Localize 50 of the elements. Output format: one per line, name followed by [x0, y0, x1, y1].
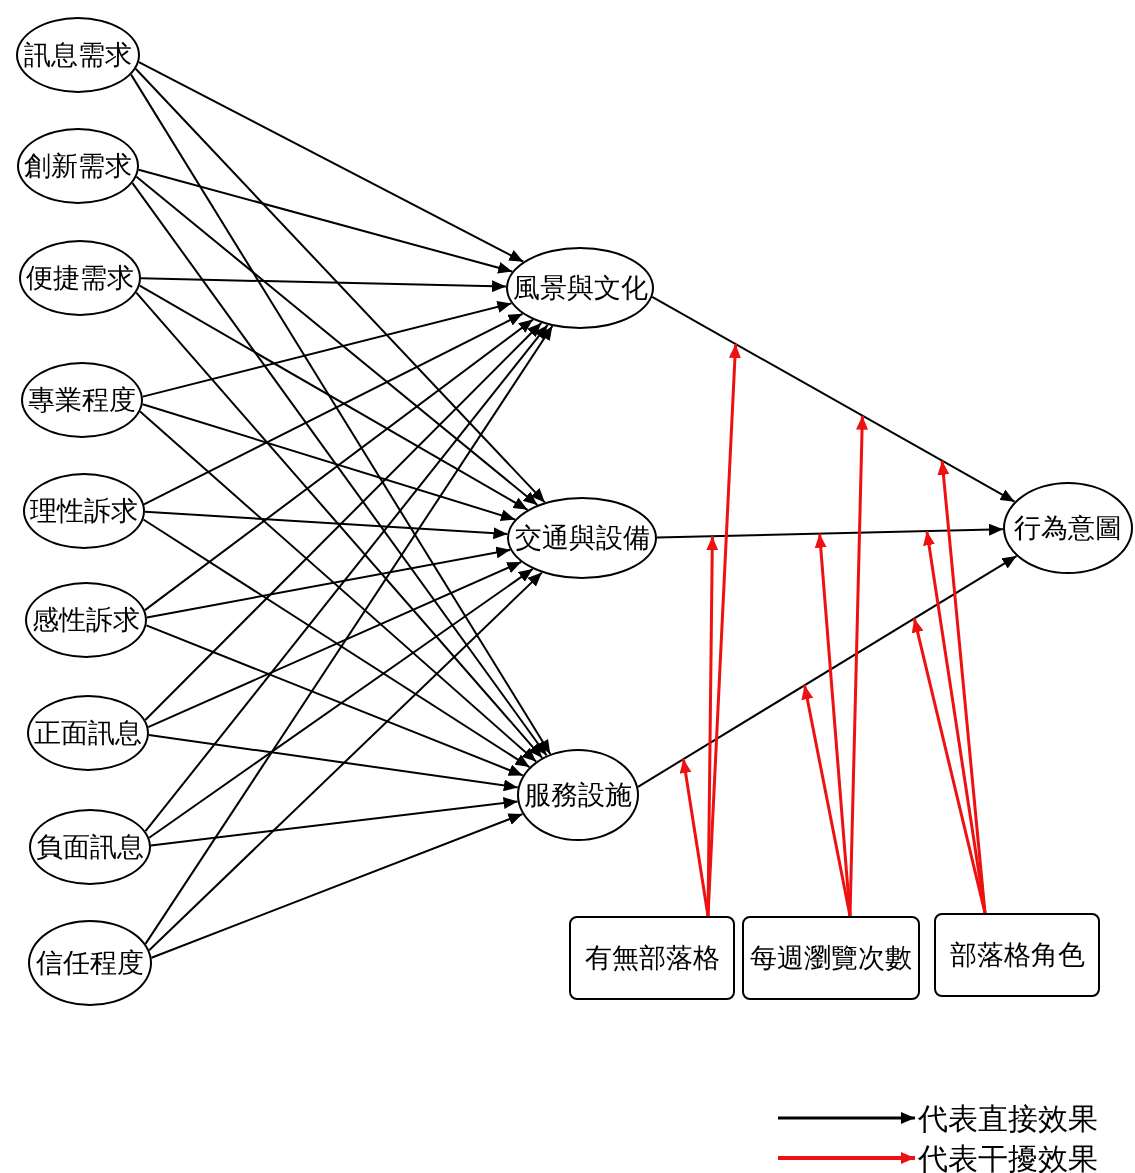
rounded-box: 部落格角色: [934, 913, 1100, 997]
arrow: [148, 567, 534, 839]
arrow: [130, 73, 552, 755]
arrow: [139, 410, 538, 763]
ellipse-node: 感性訴求: [25, 582, 147, 658]
rounded-box: 有無部落格: [569, 916, 735, 1000]
arrow: [144, 322, 543, 721]
legend-text: 代表直接效果: [918, 1101, 1098, 1137]
arrow: [135, 291, 544, 759]
arrow: [134, 67, 546, 504]
arrow: [706, 343, 741, 917]
arrow: [144, 323, 549, 833]
arrow: [141, 403, 516, 522]
ellipse-node: 交通與設備: [507, 497, 657, 579]
ellipse-node: 正面訊息: [27, 695, 149, 771]
legend-text: 代表干擾效果: [918, 1141, 1098, 1173]
arrow: [143, 318, 534, 612]
ellipse-node: 訊息需求: [16, 17, 140, 93]
ellipse-node: 負面訊息: [29, 809, 151, 885]
ellipse-node: 風景與文化: [506, 247, 654, 329]
rounded-box: 每週瀏覽次數: [742, 916, 920, 1000]
ellipse-node: 信任程度: [28, 920, 152, 1006]
arrow: [147, 561, 523, 729]
arrow: [656, 523, 1004, 539]
arrow: [144, 510, 509, 540]
ellipse-node: 理性訴求: [23, 473, 145, 549]
arrow: [138, 284, 529, 511]
arrow: [679, 758, 710, 917]
arrow: [637, 555, 1018, 788]
ellipse-node: 服務設施: [517, 749, 639, 841]
arrow: [143, 312, 524, 506]
arrow: [142, 518, 531, 769]
arrow: [848, 415, 869, 917]
arrow: [140, 277, 507, 293]
arrow: [135, 175, 539, 507]
arrow: [149, 797, 519, 847]
arrow: [706, 536, 719, 916]
arrow: [137, 61, 525, 263]
arrow: [150, 813, 524, 959]
arrow: [911, 618, 987, 914]
arrow: [141, 301, 513, 398]
arrow: [148, 571, 543, 952]
ellipse-node: 創新需求: [17, 128, 139, 204]
arrow: [801, 685, 852, 917]
arrow: [147, 733, 519, 792]
ellipse-node: 專業程度: [21, 362, 143, 438]
arrow: [145, 624, 524, 777]
ellipse-node: 便捷需求: [19, 240, 141, 316]
arrow: [131, 182, 548, 757]
ellipse-node: 行為意圖: [1003, 482, 1133, 574]
